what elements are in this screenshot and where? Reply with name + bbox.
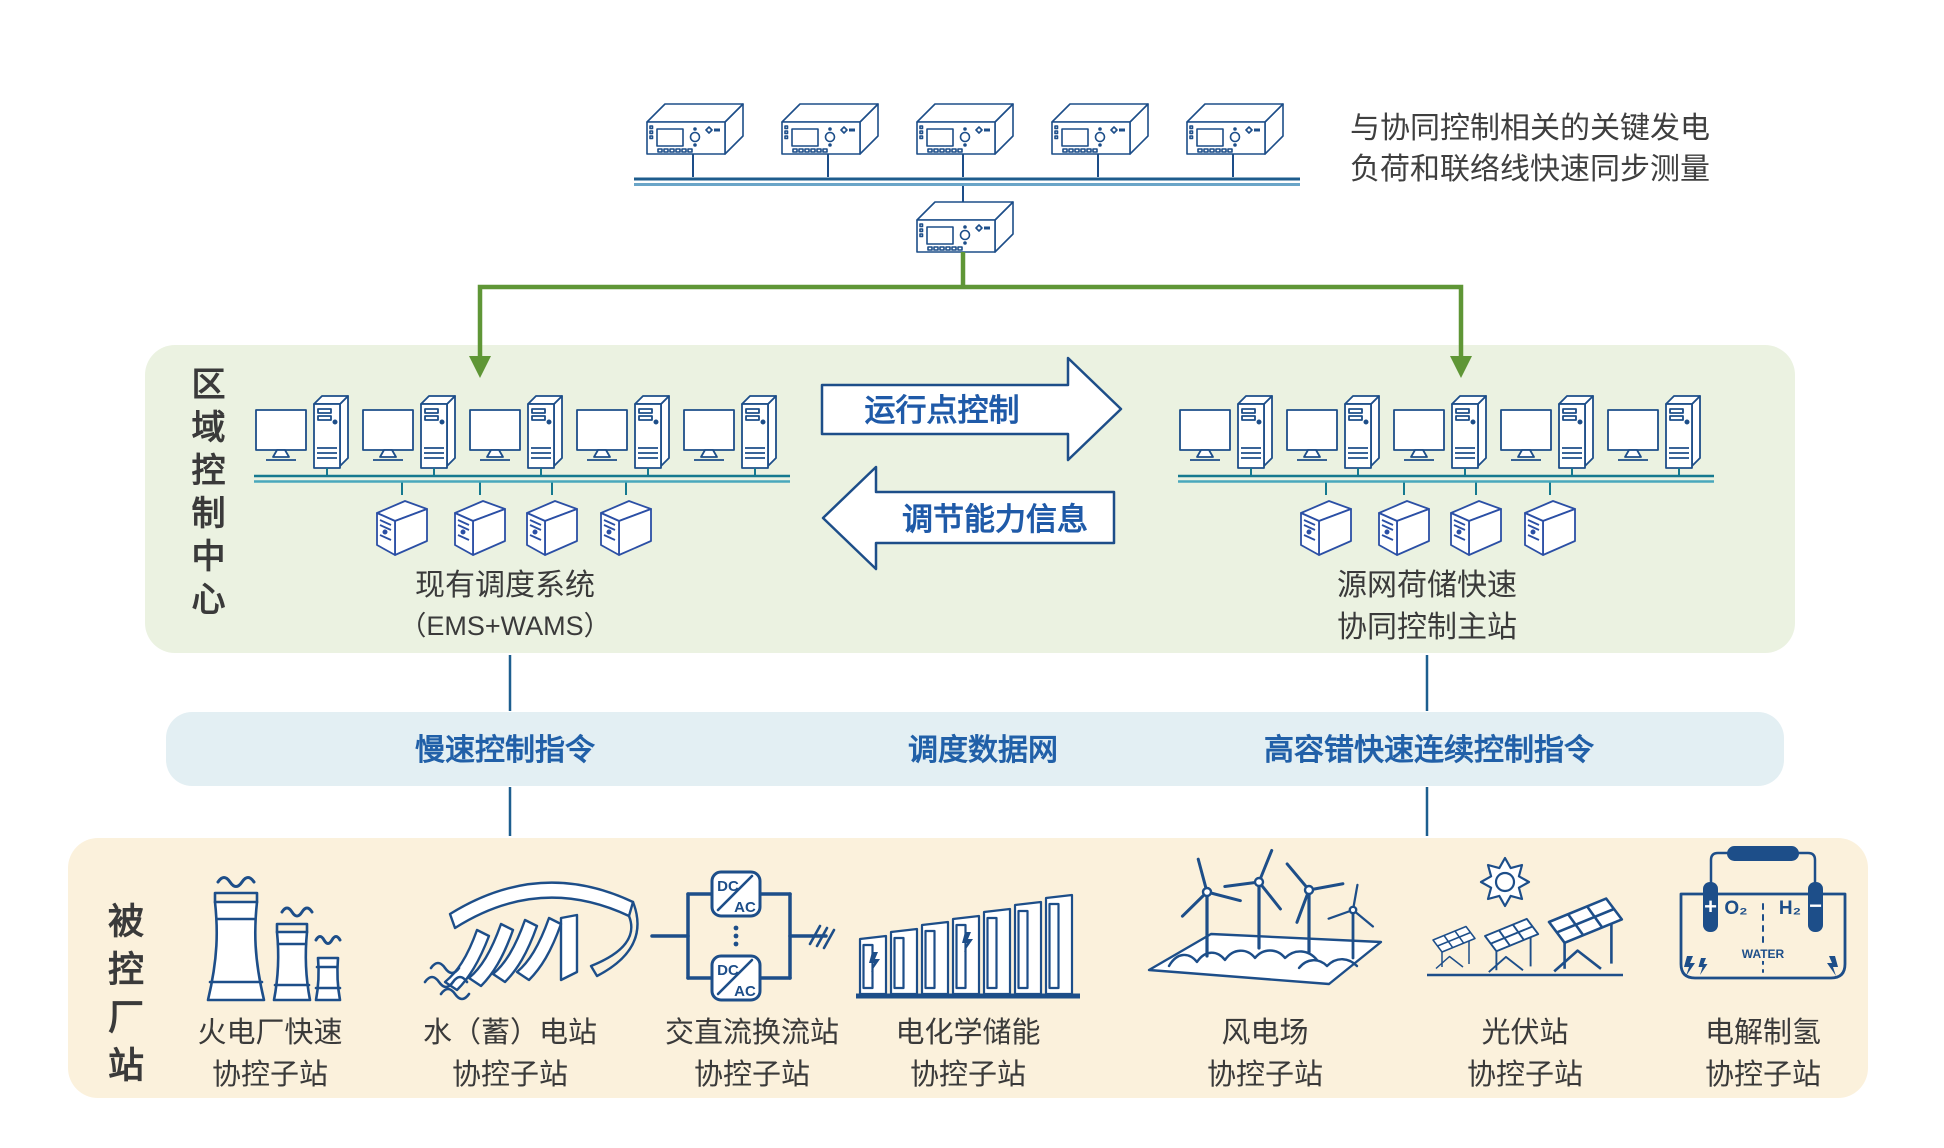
station-label-acdc: 交直流换流站 协控子站 — [622, 1012, 882, 1096]
station-label-thermal: 火电厂快速 协控子站 — [140, 1012, 400, 1096]
band-network-label: 调度数据网 — [908, 734, 1058, 767]
region-center-side-label: 区域控制中心 — [186, 366, 224, 624]
stations-side-label: 被控厂站 — [103, 902, 144, 1094]
flow-left-label: 调节能力信息 — [902, 502, 1088, 537]
station-label-battery: 电化学储能 协控子站 — [838, 1012, 1098, 1096]
pmu-row — [634, 103, 1300, 253]
station-label-hydro: 水（蓄）电站 协控子站 — [380, 1012, 640, 1096]
station-label-line1: 风电场 — [1221, 1017, 1309, 1049]
left-system-subtitle: （EMS+WAMS） — [399, 611, 611, 641]
right-system-title: 源网荷储快速 — [1337, 569, 1517, 602]
station-label-line1: 光伏站 — [1481, 1017, 1569, 1049]
station-label-line1: 电解制氢 — [1704, 1017, 1821, 1049]
band-slow-label: 慢速控制指令 — [415, 734, 595, 767]
dispatch-network-band — [166, 712, 1784, 786]
green-connector — [477, 252, 1464, 358]
flow-right-label: 运行点控制 — [864, 393, 1020, 428]
station-label-line2: 协控子站 — [451, 1059, 568, 1091]
station-label-line1: 电化学储能 — [895, 1017, 1041, 1049]
band-fast-label: 高容错快速连续控制指令 — [1264, 734, 1594, 767]
measurement-annotation: 与协同控制相关的关键发电 负荷和联络线快速同步测量 — [1350, 108, 1770, 190]
station-label-wind: 风电场 协控子站 — [1135, 1012, 1395, 1096]
station-label-line2: 协控子站 — [1466, 1059, 1583, 1091]
station-label-line2: 协控子站 — [1704, 1059, 1821, 1091]
station-label-line1: 火电厂快速 — [197, 1017, 343, 1049]
right-system-subtitle: 协同控制主站 — [1337, 611, 1517, 644]
station-label-line1: 交直流换流站 — [664, 1017, 839, 1049]
station-label-hydrogen: 电解制氢 协控子站 — [1633, 1012, 1893, 1096]
annotation-line1: 与协同控制相关的关键发电 — [1350, 112, 1710, 145]
left-system-title: 现有调度系统 — [415, 569, 595, 602]
station-label-pv: 光伏站 协控子站 — [1395, 1012, 1655, 1096]
station-label-line2: 协控子站 — [693, 1059, 810, 1091]
station-label-line2: 协控子站 — [909, 1059, 1026, 1091]
station-label-line2: 协控子站 — [1206, 1059, 1323, 1091]
annotation-line2: 负荷和联络线快速同步测量 — [1350, 153, 1710, 186]
station-label-line1: 水（蓄）电站 — [422, 1017, 597, 1049]
station-label-line2: 协控子站 — [211, 1059, 328, 1091]
concentrator-pmu — [916, 201, 1014, 253]
